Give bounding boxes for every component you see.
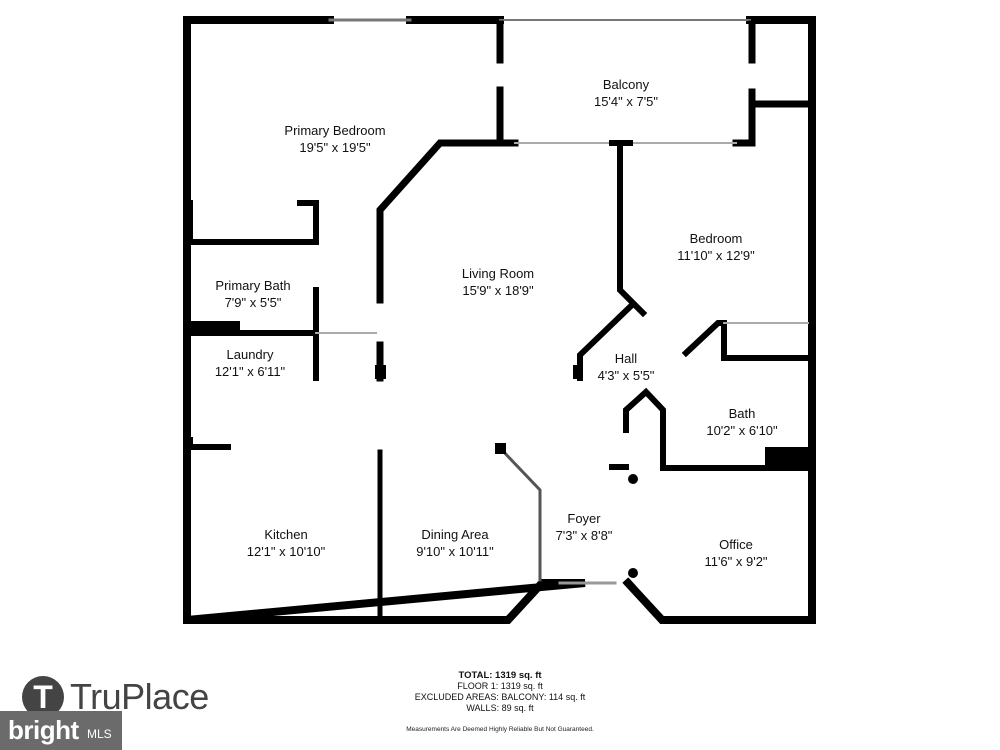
- living-post: [375, 365, 386, 379]
- bright-name: bright: [8, 715, 79, 745]
- room-name: Bath: [728, 406, 756, 421]
- room-primary-bath: Primary Bath 7'9" x 5'5": [215, 277, 290, 311]
- bright-mls-suffix: MLS: [87, 727, 112, 741]
- hall-post: [573, 365, 583, 379]
- bath-wall: [623, 387, 815, 471]
- foyer-post: [495, 443, 506, 454]
- disclaimer: Measurements Are Deemed Highly Reliable …: [406, 726, 594, 733]
- floor-area: FLOOR 1: 1319 sq. ft: [457, 681, 543, 691]
- room-laundry: Laundry 12'1" x 6'11": [215, 346, 285, 380]
- room-name: Primary Bedroom: [284, 123, 386, 138]
- office-post-top: [628, 474, 638, 484]
- kitchen-wall: [187, 437, 231, 450]
- bedroom-hall-wall: [681, 320, 815, 361]
- primary-bath-fixture: [190, 321, 240, 335]
- foyer-wall: [497, 445, 542, 582]
- room-name: Foyer: [567, 511, 601, 526]
- room-dims: 7'9" x 5'5": [224, 295, 282, 310]
- room-foyer: Foyer 7'3" x 8'8": [556, 510, 613, 544]
- room-bath: Bath 10'2" x 6'10": [706, 405, 777, 439]
- room-dims: 4'3" x 5'5": [597, 368, 655, 383]
- office-post-bottom: [628, 568, 638, 578]
- closet-primary: [187, 200, 319, 245]
- room-hall: Hall 4'3" x 5'5": [598, 350, 655, 384]
- living-wall-diag: [376, 139, 504, 382]
- room-dims: 15'4" x 7'5": [593, 94, 659, 109]
- room-dims: 19'5" x 19'5": [299, 140, 371, 155]
- bedroom-wall: [609, 140, 648, 318]
- room-dining-area: Dining Area 9'10" x 10'11": [416, 526, 494, 560]
- outer-wall: [183, 16, 816, 624]
- room-name: Balcony: [602, 77, 650, 92]
- room-dims: 7'3" x 8'8": [555, 528, 613, 543]
- balcony-wall-right: [732, 20, 756, 147]
- bath-tub: [765, 447, 809, 468]
- room-name: Living Room: [461, 266, 535, 281]
- excluded-area: EXCLUDED AREAS: BALCONY: 114 sq. ft: [414, 692, 586, 702]
- room-name: Dining Area: [421, 527, 489, 542]
- truplace-letter: T: [33, 679, 53, 715]
- total-area: TOTAL: 1319 sq. ft: [458, 670, 542, 681]
- room-name: Bedroom: [689, 231, 743, 246]
- balcony-wall-left: [496, 20, 519, 147]
- room-primary-bedroom: Primary Bedroom 19'5" x 19'5": [284, 122, 385, 156]
- bright-mls-badge: bright MLS: [0, 711, 122, 750]
- room-dims: 9'10" x 10'11": [416, 544, 494, 559]
- room-dims: 11'10" x 12'9": [677, 248, 755, 263]
- room-dims: 15'9" x 18'9": [462, 283, 534, 298]
- room-dims: 11'6" x 9'2": [704, 554, 768, 569]
- room-name: Primary Bath: [215, 278, 291, 293]
- room-dims: 12'1" x 6'11": [214, 364, 286, 379]
- room-dims: 10'2" x 6'10": [706, 423, 778, 438]
- room-dims: 12'1" x 10'10": [246, 544, 326, 559]
- room-name: Hall: [614, 351, 638, 366]
- room-bedroom: Bedroom 11'10" x 12'9": [677, 230, 755, 264]
- room-balcony: Balcony 15'4" x 7'5": [594, 76, 658, 110]
- room-name: Office: [719, 537, 753, 552]
- truplace-name: TruPlace: [70, 676, 209, 717]
- room-name: Kitchen: [264, 527, 308, 542]
- walls-area: WALLS: 89 sq. ft: [466, 703, 534, 713]
- area-summary: TOTAL: 1319 sq. ft FLOOR 1: 1319 sq. ft …: [395, 670, 605, 714]
- room-kitchen: Kitchen 12'1" x 10'10": [247, 526, 326, 560]
- room-office: Office 11'6" x 9'2": [704, 536, 767, 570]
- room-living-room: Living Room 15'9" x 18'9": [462, 265, 534, 299]
- room-name: Laundry: [226, 347, 274, 362]
